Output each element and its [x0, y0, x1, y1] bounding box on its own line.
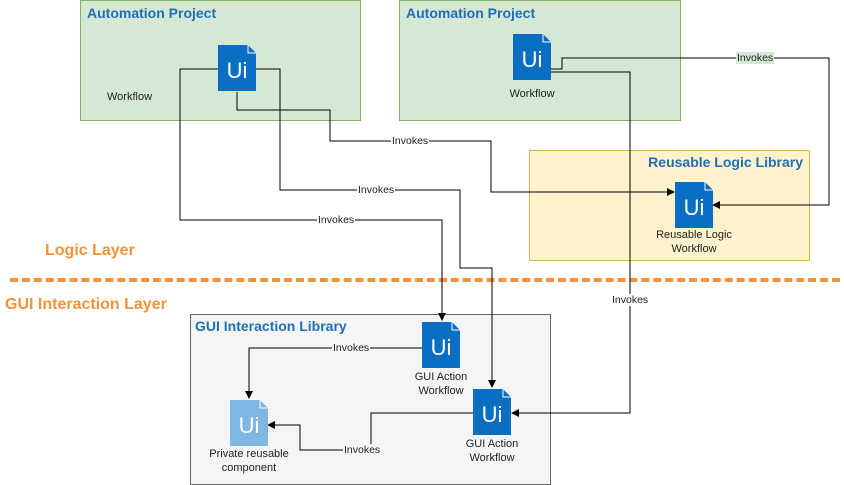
edge-label-a-to-gui-action-2: Invokes [357, 184, 396, 196]
edge-gui-action-1-to-private [245, 347, 422, 399]
private-reusable-component-label-line1: Private reusable [209, 448, 289, 460]
edge-a-to-logic [236, 92, 675, 196]
private-reusable-component-label: Private reusable component [199, 447, 299, 475]
private-reusable-component-uipath-icon[interactable]: Ui [230, 400, 268, 446]
gui-action-workflow-2-uipath-icon[interactable]: Ui [473, 389, 511, 435]
svg-text:Ui: Ui [239, 413, 260, 438]
edge-b-to-gui-action-2 [511, 71, 631, 417]
automation-project-b-container: Automation Project [399, 0, 681, 121]
reusable-logic-workflow-label-line2: Workflow [671, 243, 717, 255]
svg-text:Ui: Ui [522, 47, 543, 72]
workflow-a-label: Workflow [107, 91, 153, 103]
automation-project-b-title: Automation Project [406, 5, 536, 21]
workflow-b-uipath-icon[interactable]: Ui [513, 34, 551, 80]
svg-text:Ui: Ui [431, 335, 452, 360]
gui-action-workflow-2-label-line1: GUI Action [465, 438, 519, 450]
gui-interaction-layer-label: GUI Interaction Layer [5, 296, 167, 313]
svg-text:Ui: Ui [227, 58, 248, 83]
automation-project-a-title: Automation Project [87, 5, 217, 21]
workflow-b-label: Workflow [509, 88, 555, 100]
edge-label-b-to-logic: Invokes [736, 52, 775, 64]
edge-a-to-gui-action-2 [256, 68, 496, 388]
gui-action-workflow-1-uipath-icon[interactable]: Ui [422, 322, 460, 368]
edge-label-a-to-logic: Invokes [391, 135, 430, 147]
gui-action-workflow-1-label-line1: GUI Action [414, 371, 468, 383]
gui-action-workflow-2-label-line2: Workflow [469, 452, 515, 464]
reusable-logic-workflow-label: Reusable Logic Workflow [644, 228, 744, 256]
edge-label-b-to-gui-action-2: Invokes [611, 294, 650, 306]
edge-gui-action-2-to-private [267, 412, 473, 451]
svg-text:Ui: Ui [482, 402, 503, 427]
gui-action-workflow-1-label-line2: Workflow [418, 385, 464, 397]
layer-divider [10, 278, 840, 282]
gui-interaction-library-title: GUI Interaction Library [195, 318, 347, 334]
edge-b-to-logic [551, 57, 830, 209]
svg-text:Ui: Ui [684, 195, 705, 220]
gui-action-workflow-2-label: GUI Action Workflow [452, 437, 532, 465]
automation-project-a-container: Automation Project [80, 0, 361, 121]
private-reusable-component-label-line2: component [221, 462, 277, 474]
reusable-logic-workflow-label-line1: Reusable Logic [656, 229, 732, 241]
gui-action-workflow-1-label: GUI Action Workflow [401, 370, 481, 398]
edge-label-gui-action-1-to-private: Invokes [332, 342, 371, 354]
reusable-logic-library-title: Reusable Logic Library [648, 154, 803, 170]
workflow-a-uipath-icon[interactable]: Ui [218, 45, 256, 91]
edge-label-a-to-gui-action-1: Invokes [317, 214, 356, 226]
edge-a-to-gui-action-1 [179, 68, 446, 321]
logic-layer-label: Logic Layer [45, 242, 135, 259]
reusable-logic-library-container: Reusable Logic Library [529, 150, 810, 261]
edge-label-gui-action-2-to-private: Invokes [343, 444, 382, 456]
reusable-logic-workflow-uipath-icon[interactable]: Ui [675, 182, 713, 228]
